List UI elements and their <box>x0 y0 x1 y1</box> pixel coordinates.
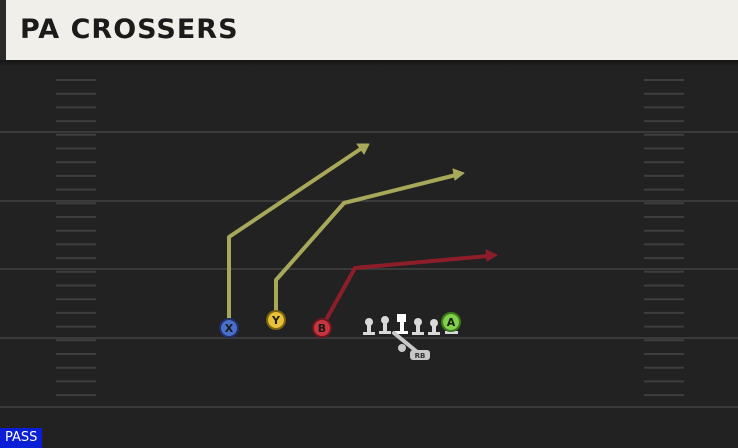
player-x[interactable]: X <box>219 318 239 338</box>
center <box>395 314 408 334</box>
player-b[interactable]: B <box>312 318 332 338</box>
play-title: PA CROSSERS <box>20 14 239 45</box>
rb-label: RB <box>415 352 426 360</box>
player-x-label: X <box>225 322 234 335</box>
player-y[interactable]: Y <box>266 310 286 330</box>
player-a-label: A <box>447 316 456 329</box>
rb-action: RB <box>392 331 430 360</box>
header-shadow <box>0 60 738 66</box>
play-type-badge: PASS <box>0 428 43 448</box>
route-y <box>274 173 458 320</box>
rb-badge <box>410 350 430 360</box>
lineman <box>412 318 424 335</box>
hash-marks <box>56 79 684 397</box>
route-b-arrow <box>485 249 498 262</box>
route-y-arrow <box>452 168 465 181</box>
route-b <box>320 254 490 329</box>
lineman <box>363 318 375 335</box>
line-stance-mark <box>445 331 458 334</box>
lineman <box>379 316 391 334</box>
route-x <box>227 146 364 329</box>
yard-lines <box>0 131 738 408</box>
player-a[interactable]: A <box>441 312 461 332</box>
player-b-label: B <box>318 322 326 335</box>
lineman <box>428 319 440 335</box>
offensive-line <box>363 314 458 335</box>
play-field: RB X Y B A <box>0 79 738 408</box>
player-y-label: Y <box>271 314 281 327</box>
routes <box>227 143 498 329</box>
header-bar: PA CROSSERS <box>0 0 738 60</box>
route-x-arrow <box>356 143 370 155</box>
